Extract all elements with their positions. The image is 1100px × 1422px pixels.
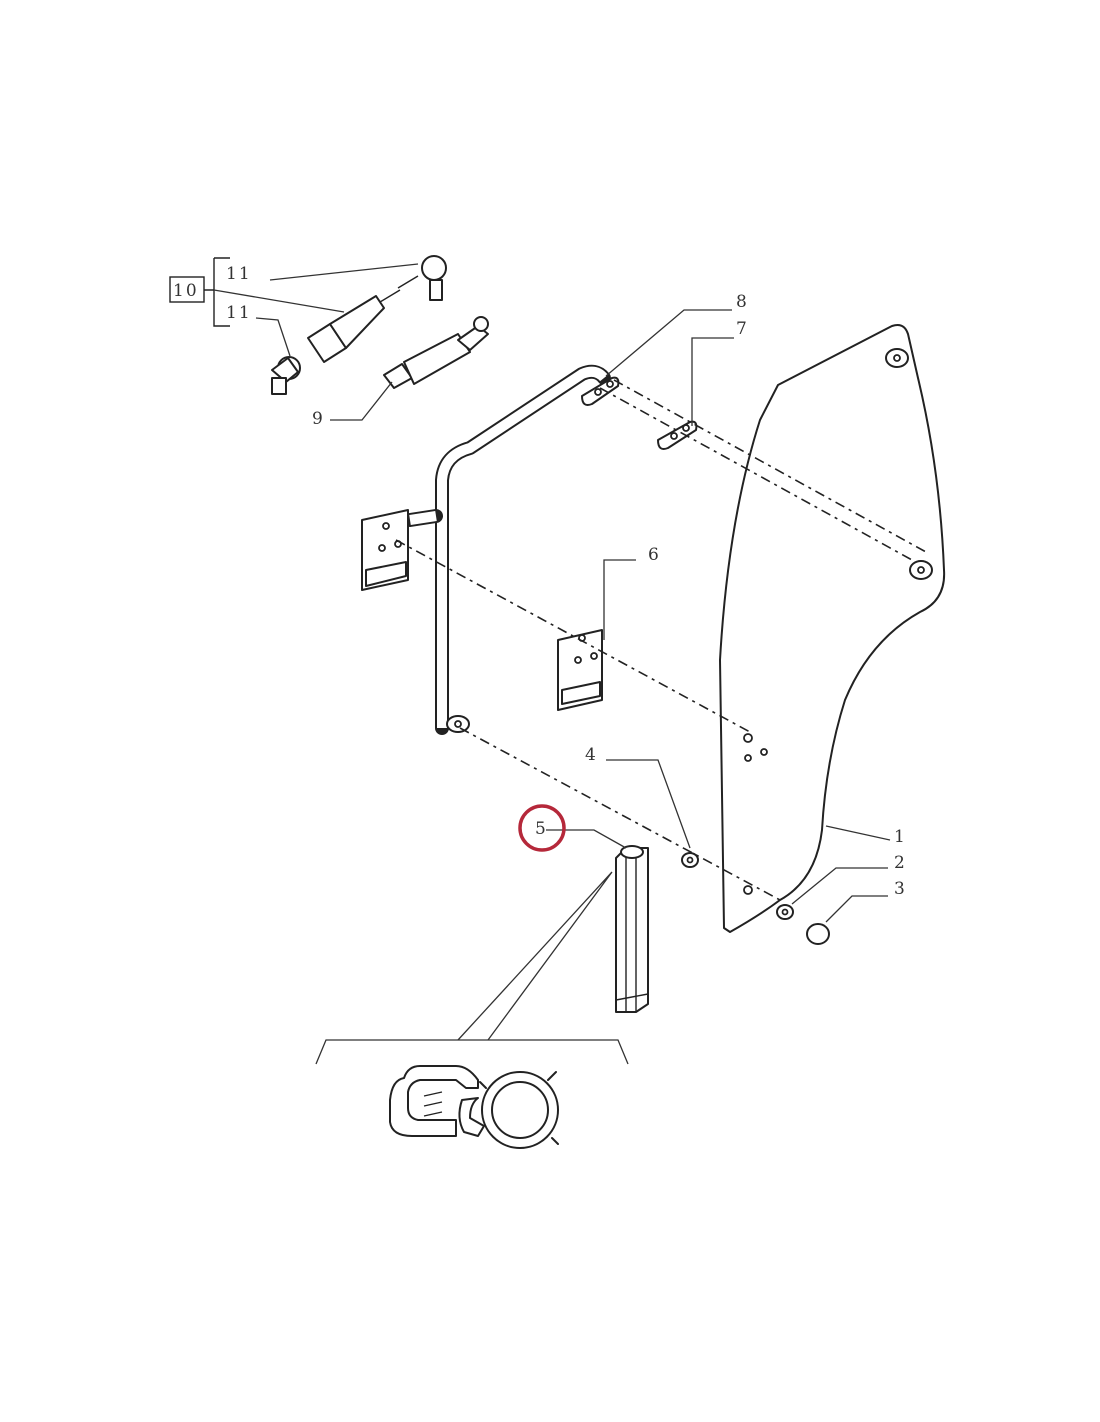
- callout-6: 6: [648, 545, 661, 565]
- callout-5: 5: [535, 819, 548, 839]
- callout-7: 7: [736, 319, 749, 339]
- callout-11-bottom: 11: [226, 303, 252, 323]
- door-glass-panel: [719, 324, 946, 933]
- callout-box-10: [169, 276, 205, 303]
- seal-profile: [615, 845, 649, 1013]
- clamp-plates: [581, 376, 698, 450]
- callout-2: 2: [894, 853, 907, 873]
- gas-strut-assembly: [169, 255, 489, 395]
- callout-4: 4: [585, 745, 598, 765]
- callout-8: 8: [736, 292, 749, 312]
- seal-section-detail: [315, 871, 629, 1149]
- callout-10: 10: [173, 281, 199, 301]
- door-handle-frame: [361, 364, 611, 735]
- callout-1: 1: [894, 827, 907, 847]
- callout-9: 9: [312, 409, 325, 429]
- callout-3: 3: [894, 879, 907, 899]
- callout-labels: 11 10 11 9 8 7 6 4 5 1 2 3: [173, 264, 907, 899]
- highlight-circle: [518, 804, 566, 852]
- callout-11-top: 11: [226, 264, 252, 284]
- hinge-bracket: [557, 629, 603, 711]
- leader-lines: [213, 263, 891, 923]
- assembly-axes: [395, 379, 927, 901]
- washers-and-cap: [681, 852, 830, 945]
